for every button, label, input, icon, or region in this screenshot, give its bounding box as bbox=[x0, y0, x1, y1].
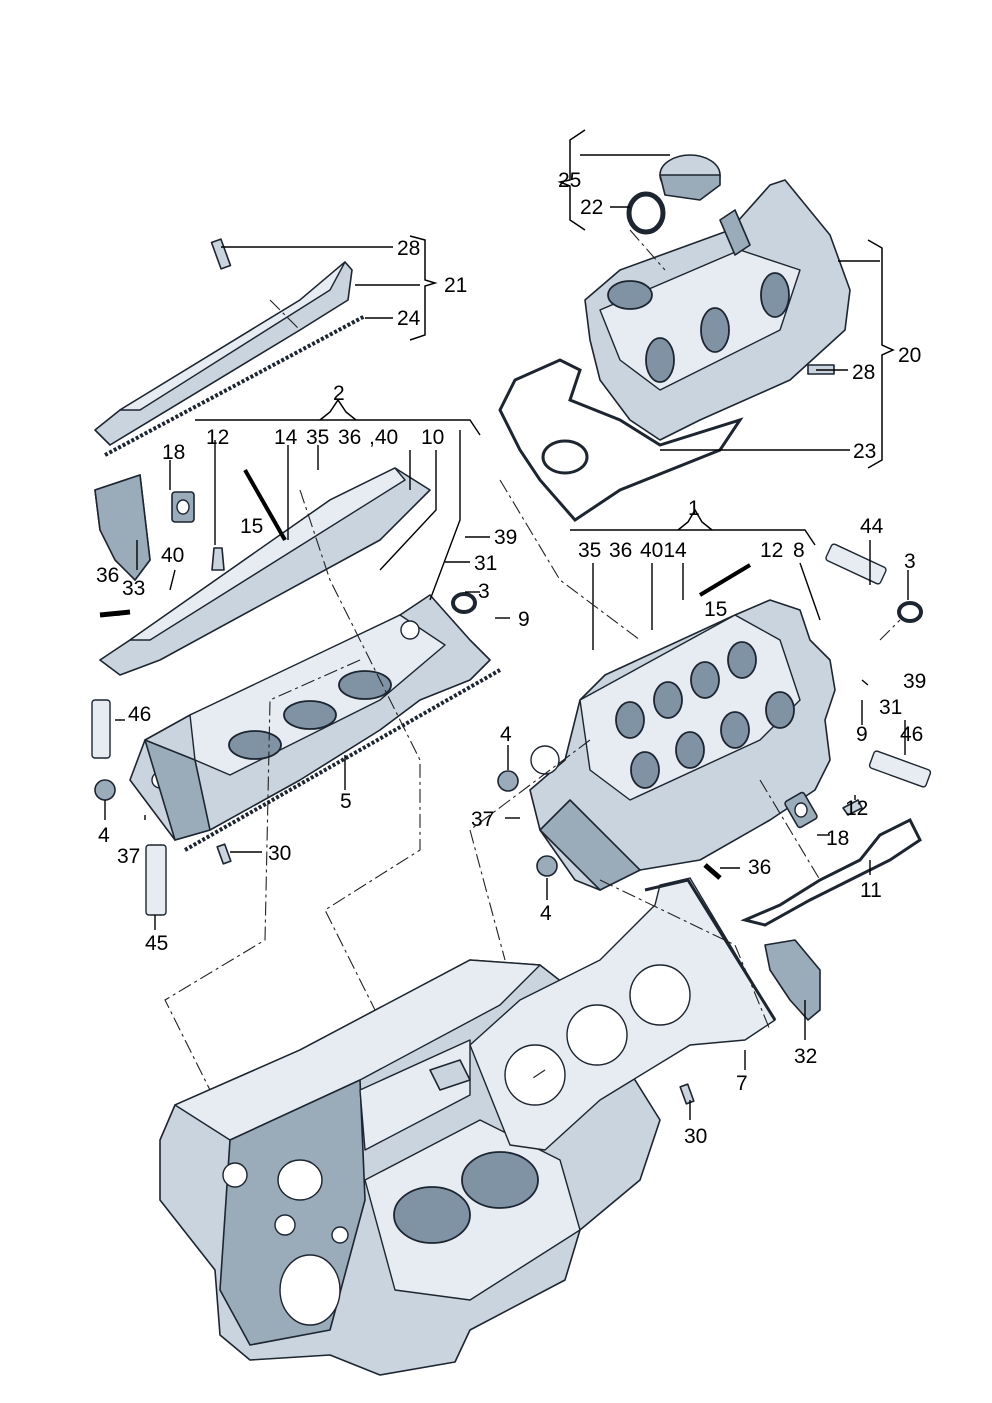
callout-20: 20 bbox=[898, 344, 922, 367]
stud-15-left bbox=[243, 469, 287, 541]
sealant-tube-45 bbox=[145, 844, 167, 916]
callout-36-left: 36 bbox=[338, 426, 362, 449]
callout-18-left: 18 bbox=[162, 441, 186, 464]
callout-23: 23 bbox=[853, 440, 877, 463]
brace-25 bbox=[557, 129, 586, 231]
callout-40-14-right: 4014 bbox=[640, 539, 687, 562]
callout-3-right: 3 bbox=[904, 550, 916, 573]
callout-39-right: 39 bbox=[903, 670, 927, 693]
leader-lines bbox=[104, 154, 909, 1120]
callout-5: 5 bbox=[340, 790, 352, 813]
right-cylinder-head bbox=[529, 599, 836, 891]
callout-24: 24 bbox=[397, 307, 421, 330]
callout-40-left-b: 40 bbox=[161, 544, 185, 567]
callout-37-right: 37 bbox=[471, 808, 495, 831]
bolt-28-left bbox=[210, 238, 232, 270]
callout-1: 1 bbox=[688, 497, 700, 520]
assembly-lines bbox=[164, 229, 901, 1091]
callout-10: 10 bbox=[421, 426, 445, 449]
callout-35-left: 35 bbox=[306, 426, 330, 449]
callout-12-right: 12 bbox=[760, 539, 784, 562]
left-valve-cover bbox=[94, 261, 431, 676]
brace-1 bbox=[677, 508, 713, 531]
dowel-30-left bbox=[216, 843, 232, 865]
brace-2 bbox=[319, 398, 357, 421]
callout-15-left: 15 bbox=[240, 515, 264, 538]
callout-44: 44 bbox=[860, 515, 884, 538]
callout-40-left: ,40 bbox=[369, 426, 399, 449]
plug-12-left bbox=[211, 547, 225, 571]
oil-filler-cap bbox=[659, 154, 721, 201]
callout-11: 11 bbox=[860, 879, 882, 902]
callout-46-right: 46 bbox=[900, 723, 924, 746]
timing-cover-33 bbox=[94, 474, 151, 581]
ring-3-left bbox=[451, 592, 477, 614]
callout-30-left: 30 bbox=[268, 842, 292, 865]
callout-2: 2 bbox=[333, 382, 345, 405]
callout-28-right: 28 bbox=[852, 361, 876, 384]
ring-3-right bbox=[897, 601, 923, 623]
gasket-11 bbox=[740, 817, 922, 927]
sealant-tube-44 bbox=[825, 543, 887, 585]
sealant-tube-46-right bbox=[868, 750, 932, 788]
callout-15-right: 15 bbox=[704, 598, 728, 621]
callout-30-right: 30 bbox=[684, 1125, 708, 1148]
dowel-30-right bbox=[679, 1083, 695, 1105]
callout-46-left: 46 bbox=[128, 703, 152, 726]
right-valve-cover bbox=[498, 179, 851, 522]
callout-22: 22 bbox=[580, 196, 604, 219]
callout-7: 7 bbox=[736, 1072, 748, 1095]
callout-37-left: 37 bbox=[117, 845, 141, 868]
callout-36-right: 36 bbox=[609, 539, 633, 562]
cover-32 bbox=[764, 939, 821, 1021]
callout-31-right: 31 bbox=[879, 696, 903, 719]
callout-31-left: 31 bbox=[474, 552, 498, 575]
callout-21: 21 bbox=[444, 274, 468, 297]
callout-9-right: 9 bbox=[856, 723, 868, 746]
callout-28-left: 28 bbox=[397, 237, 421, 260]
callout-4-left: 4 bbox=[98, 824, 110, 847]
callout-9-left: 9 bbox=[518, 608, 530, 631]
sprocket-4-left bbox=[94, 779, 116, 801]
sprocket-4-right-b bbox=[536, 855, 558, 877]
stud-36-right bbox=[703, 863, 722, 880]
callout-36-left-b: 36 bbox=[96, 564, 120, 587]
callout-32: 32 bbox=[794, 1045, 818, 1068]
stud-15-right bbox=[698, 563, 752, 597]
left-cylinder-head bbox=[129, 594, 501, 852]
brace-21 bbox=[409, 235, 438, 341]
sealant-tube-46-left bbox=[91, 699, 111, 759]
cap-seal-ring bbox=[626, 191, 666, 235]
callout-4-right-a: 4 bbox=[500, 723, 512, 746]
seal-18-left bbox=[171, 491, 195, 523]
callout-12-right-b: 12 bbox=[845, 797, 869, 820]
callout-25: 25 bbox=[558, 169, 582, 192]
seal-18-right bbox=[784, 791, 818, 829]
callout-3-left: 3 bbox=[478, 580, 490, 603]
callout-45: 45 bbox=[145, 932, 169, 955]
callout-33: 33 bbox=[122, 577, 146, 600]
plug-12-right bbox=[842, 799, 863, 816]
callout-35-right: 35 bbox=[578, 539, 602, 562]
callout-36-right-b: 36 bbox=[748, 856, 772, 879]
sprocket-4-right-a bbox=[497, 770, 519, 792]
head-gasket bbox=[469, 877, 777, 1151]
callout-14-left: 14 bbox=[274, 426, 298, 449]
stud-36-left bbox=[99, 609, 131, 618]
brace-20 bbox=[867, 239, 895, 469]
callout-18-right: 18 bbox=[826, 827, 850, 850]
callout-4-right-b: 4 bbox=[540, 902, 552, 925]
callout-39-left: 39 bbox=[494, 526, 518, 549]
callout-8: 8 bbox=[793, 539, 805, 562]
callout-12-left: 12 bbox=[206, 426, 230, 449]
